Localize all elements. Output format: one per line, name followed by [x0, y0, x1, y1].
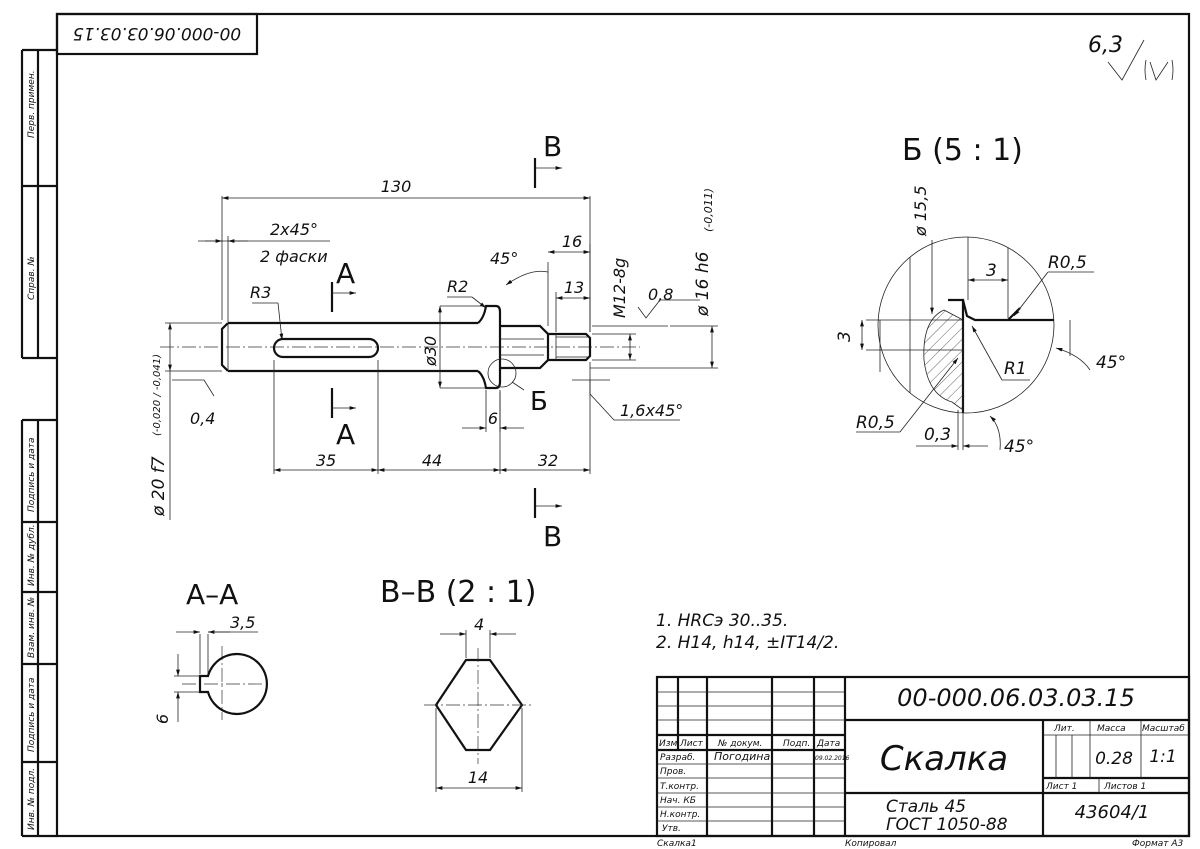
d20-tol: (-0,020 / -0,041) [152, 354, 163, 436]
sheet-frame [20, 12, 1191, 838]
tb-part-name: Скалка [880, 739, 1008, 779]
detail-dim-3-left: 3 [835, 331, 855, 342]
roughness-value: 6,3 [1088, 33, 1123, 58]
tb-masshtab: Масштаб [1142, 724, 1185, 734]
side-label-inv-dubl: Инв. № дубл. [27, 524, 37, 586]
d20-f7: ø 20 f7 [149, 456, 169, 517]
tb-material-1: Сталь 45 [886, 797, 966, 817]
footer-copied: Копировал [845, 839, 897, 849]
tb-listov: Листов 1 [1103, 782, 1146, 792]
tb-head-izm: Изм [659, 739, 678, 749]
side-label-perv: Перв. примен. [27, 70, 37, 138]
label-a-bottom: A [336, 418, 355, 451]
dim-6: 6 [488, 409, 498, 428]
bb-dim-14: 14 [468, 768, 488, 787]
dim-13: 13 [564, 278, 584, 297]
tb-mass-val: 0.28 [1095, 749, 1133, 769]
aa-dim-6: 6 [153, 714, 172, 724]
tb-massa: Масса [1097, 724, 1126, 734]
main-view: Б 130 2x45° 2 фаски R3 R2 45° 16 13 [149, 130, 718, 553]
tb-razrab: Разраб. [660, 753, 695, 763]
tb-head-list: Лист [679, 739, 704, 749]
detail-d155: ø 15,5 [911, 186, 930, 238]
r3-label: R3 [250, 283, 271, 302]
detail-dim-3-top: 3 [986, 261, 997, 281]
side-label-podpis-1: Подпись и дата [27, 437, 37, 512]
tb-utv: Утв. [662, 824, 681, 834]
sheet-footer: Скалка1 Копировал Формат A3 [657, 839, 1184, 849]
roughness-04: 0,4 [190, 409, 215, 428]
technical-notes: 1. HRCэ 30..35. 2. H14, h14, ±IT14/2. [656, 611, 839, 653]
d16-h6: ø 16 h6 [693, 251, 713, 317]
dim-16: 16 [562, 232, 582, 251]
side-label-vzam: Взам. инв. № [27, 597, 37, 658]
tb-material-2: ГОСТ 1050-88 [886, 815, 1008, 835]
footer-format: Формат A3 [1132, 839, 1184, 849]
tb-doc-number: 00-000.06.03.03.15 [897, 684, 1135, 712]
tb-razrab-name: Погодина [714, 750, 770, 763]
tb-head-dokum: № докум. [717, 739, 762, 749]
chamfer-2x45: 2x45° [270, 220, 318, 239]
title-block: Изм Лист № докум. Подп. Дата Разраб. Пог… [655, 675, 1191, 838]
thread-m12: M12-8g [610, 258, 629, 318]
label-b-top: B [543, 130, 562, 163]
section-bb-title: B–B (2 : 1) [380, 575, 536, 610]
note-1: 1. HRCэ 30..35. [656, 611, 788, 631]
doc-number-top: 00-000.06.03.03.15 [73, 23, 241, 43]
detail-angle-45-right: 45° [1096, 353, 1126, 373]
tb-head-podp: Подп. [783, 739, 810, 749]
dim-35: 35 [316, 451, 336, 470]
doc-number-top-box: 00-000.06.03.03.15 [55, 12, 259, 56]
chamfer-16x45: 1,6x45° [620, 401, 683, 420]
angle-45: 45° [490, 249, 518, 268]
side-label-podpis-2: Подпись и дата [27, 677, 37, 752]
label-detail-b: Б [530, 387, 548, 417]
r2-label: R2 [447, 277, 468, 296]
detail-view: Б (5 : 1) 3 ø 15,5 3 R0,5 R1 45° R0,5 [835, 133, 1126, 457]
detail-dim-03: 0,3 [924, 425, 951, 445]
detail-r05-top: R0,5 [1048, 253, 1087, 273]
side-label-sprav: Справ. № [27, 256, 37, 300]
d16-tol: (-0,011) [702, 188, 715, 232]
chamfer-note: 2 фаски [260, 247, 328, 266]
tb-lit: Лит. [1053, 724, 1075, 734]
roughness-symbol: 6,3 [1088, 33, 1174, 81]
dim-130: 130 [381, 177, 412, 196]
dim-44: 44 [422, 451, 442, 470]
dim-32: 32 [538, 451, 558, 470]
tb-nach: Нач. КБ [660, 796, 696, 806]
detail-r1: R1 [1004, 359, 1027, 379]
label-b-bottom: B [543, 520, 562, 553]
bb-dim-4: 4 [474, 615, 484, 634]
d30: ø30 [421, 336, 440, 367]
tb-org: 43604/1 [1075, 802, 1150, 823]
tb-prov: Пров. [660, 767, 686, 777]
section-aa-title: A–A [186, 578, 238, 611]
label-a-top: A [336, 257, 355, 290]
tb-razrab-date: 09.02.2016 [815, 755, 850, 762]
side-labels: Перв. примен. Справ. № Подпись и дата Ин… [27, 70, 37, 830]
section-bb: B–B (2 : 1) 4 14 [380, 575, 536, 792]
note-2: 2. H14, h14, ±IT14/2. [656, 633, 839, 653]
tb-nkontr: Н.контр. [660, 810, 700, 820]
side-label-inv-podl: Инв. № подл. [27, 768, 37, 830]
detail-r05-bottom: R0,5 [856, 413, 895, 433]
tb-scale-val: 1:1 [1149, 747, 1176, 767]
footer-file: Скалка1 [657, 839, 697, 849]
tb-tkontr: Т.контр. [660, 782, 699, 792]
detail-title: Б (5 : 1) [902, 133, 1023, 168]
section-aa: A–A 3,5 6 [153, 578, 269, 724]
tb-head-data: Дата [816, 739, 840, 749]
detail-angle-45-bottom: 45° [1004, 437, 1034, 457]
tb-list: Лист 1 [1045, 782, 1077, 792]
aa-dim-35: 3,5 [230, 613, 255, 632]
roughness-08: 0,8 [648, 285, 673, 304]
